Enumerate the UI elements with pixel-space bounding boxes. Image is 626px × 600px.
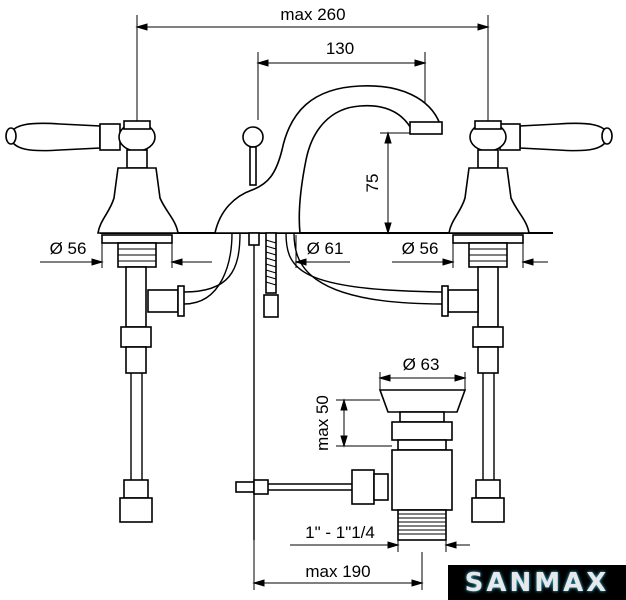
- center-base-diameter-label: Ø 61: [307, 239, 344, 258]
- spout-height-label: 75: [363, 174, 382, 193]
- dimension-right-diameter: Ø 56: [392, 235, 548, 268]
- drain-diameter-label: Ø 63: [403, 355, 440, 374]
- drain-assembly: [235, 389, 467, 541]
- right-base-diameter-label: Ø 56: [402, 239, 439, 258]
- drain-length-label: max 190: [305, 562, 370, 581]
- left-valve: [5, 120, 185, 523]
- max-width-label: max 260: [280, 5, 345, 24]
- dimension-left-diameter: Ø 56: [40, 235, 212, 268]
- logo-text: SANMAX: [464, 567, 610, 598]
- dimension-drain-height: max 50: [313, 395, 392, 451]
- sanmax-logo: SANMAX: [448, 565, 626, 600]
- dimension-drain-thread: 1" - 1"1/4: [290, 523, 470, 552]
- drain-height-label: max 50: [313, 395, 332, 451]
- spout-reach-label: 130: [326, 39, 354, 58]
- dimension-130: 130: [256, 39, 427, 120]
- left-base-diameter-label: Ø 56: [50, 239, 87, 258]
- drain-thread-label: 1" - 1"1/4: [305, 523, 375, 542]
- dimension-drain-diameter: Ø 63: [378, 355, 467, 390]
- dimension-75: 75: [363, 131, 425, 235]
- dimension-max-190: max 190: [252, 540, 424, 590]
- right-valve: [441, 120, 613, 523]
- dimension-max-260: max 260: [135, 5, 490, 125]
- dimension-center-diameter: Ø 61: [294, 235, 350, 268]
